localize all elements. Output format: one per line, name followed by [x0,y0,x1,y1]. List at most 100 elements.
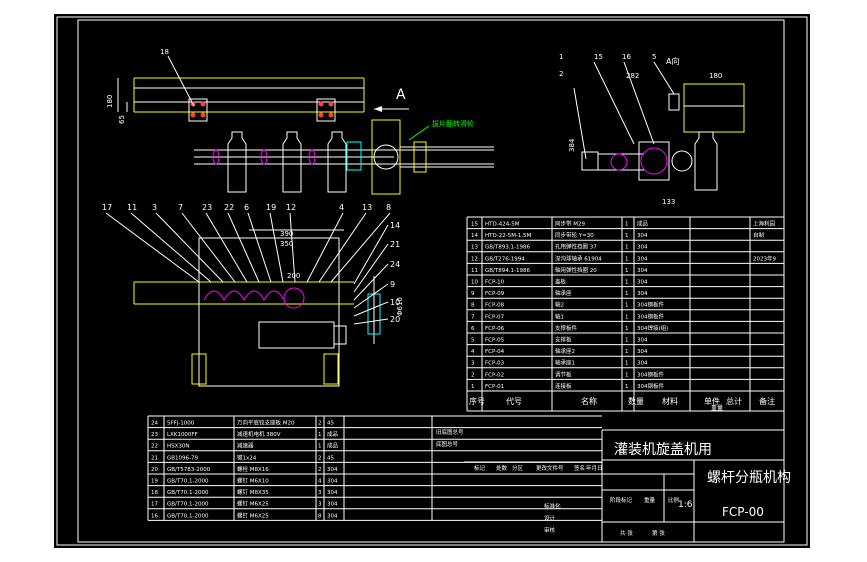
callout-plan-20: 20 [390,315,400,324]
bom-upper-cell: 8 [471,303,475,309]
bom-upper-cell: 轴承座1 [555,359,575,367]
stage-label: 比例 [668,496,680,504]
callout-plan-22: 22 [224,203,234,212]
bom-lower-cell: 成品 [327,442,339,450]
callout-plan-9: 9 [390,280,395,289]
bom-upper-cell: 304钢板件 [637,312,664,320]
title-block [601,429,784,542]
bom-lower-cell: 键1x24 [237,453,257,461]
bom-upper-cell: FCP-09 [485,291,505,297]
note-label: 拔片翻转滑轮 [432,119,474,128]
bom-lower-cell: 减速器 [237,442,254,450]
bom-upper-cell: 1 [625,314,629,320]
bom-upper-cell: 304 [637,233,648,239]
side-bottle [694,131,718,191]
bom-lower-cell: 1 [318,444,322,450]
coupling [346,141,362,171]
bom-lower-cell: GB/T70.1-2000 [167,479,209,485]
bracket-left [188,98,208,122]
bom-upper-header: 数量 [628,396,644,406]
bom-upper-cell: 304焊接(组) [637,324,668,332]
bom-upper-cell: 304钢板件 [637,301,664,309]
callout-r-16: 16 [622,53,631,61]
view-label-a-dir: A向 [666,56,679,66]
callout-18: 18 [160,48,169,56]
cad-drawing-sheet: 180 65 A 拔片翻转滑轮 18 A向 180 282 133 384 1 … [54,14,810,548]
bom-upper-cell: 1 [471,384,475,390]
bom-lower-cell: 45 [327,421,334,427]
bom-upper-cell: FCP-06 [485,326,505,332]
bom-lower-cell: SFFJ-1000 [167,421,195,427]
bom-lower-cell: 16 [151,513,158,519]
bom-upper-header: 名称 [581,396,597,406]
bottle-2 [282,131,302,193]
callout-plan-7: 7 [178,203,183,212]
bom-lower-cell: 304 [327,479,338,485]
bom-upper-cell: 9 [471,291,475,297]
sign-label-old-drawing: 旧底图总号 [436,428,464,436]
bom-upper-cell: HTD-22-5M-1.5M [485,233,532,239]
callout-plan-14: 14 [390,221,400,230]
bom-upper-cell: GB/T276-1994 [485,256,525,262]
callout-plan-12: 12 [286,203,296,212]
bom-upper-cell: 12 [471,256,478,262]
bom-upper-cell: FCP-02 [485,372,504,378]
drawing-number: FCP-00 [722,505,764,519]
change-label: 更改文件号 [536,464,564,472]
bom-upper-cell: 盖板 [555,278,567,286]
dim-side-180: 180 [709,72,722,80]
bom-lower-cell: 304 [327,513,338,519]
bom-lower-cell: 304 [327,467,338,473]
bom-lower-cell: 8 [318,513,322,519]
bom-lower-cell: GB/T70.1-2000 [167,490,209,496]
bom-upper-cell: 1 [625,326,629,332]
callout-r-1: 1 [559,53,563,61]
drawing-title: 螺杆分瓶机构 [707,470,791,486]
bom-lower-cell: 21 [151,455,158,461]
dim-plan-390: 390 [280,230,293,238]
plan-view [133,237,381,387]
bom-upper-cell: 4 [471,349,475,355]
bom-upper-cell: 1 [625,338,629,344]
bom-lower-cell: 24 [151,421,158,427]
bom-upper-cell: 3 [471,361,475,367]
callout-plan-10: 10 [390,298,400,307]
sheet-label: 第 张 [652,529,665,537]
dim-plan-200: 200 [287,272,300,280]
bom-upper-cell: 304 [637,291,648,297]
bom-upper-cell: 1 [625,349,629,355]
bom-upper-cell: GB/T894.1-1986 [485,268,530,274]
motor [258,321,335,349]
bom-lower-cell: 3 [318,502,322,508]
leader-18 [167,55,195,107]
screw-flights [203,290,285,302]
side-gear-box [638,141,670,181]
bom-upper-header: 单件 [704,396,720,406]
bom-lower-cell: 成品 [327,430,339,438]
callout-r-15: 15 [594,53,603,61]
bom-upper-cell: FCP-01 [485,384,504,390]
callout-plan-13: 13 [362,203,372,212]
bom-upper-cell: 轴1 [555,312,564,320]
change-label: 年月日 [586,464,603,472]
bom-upper-cell: 2 [471,372,475,378]
bom-lower-cell: GB/T70.1-2000 [167,513,209,519]
bom-upper-cell: 轴2 [555,301,564,309]
callout-plan-4: 4 [339,203,344,212]
bom-upper-cell: 6 [471,326,475,332]
bom-upper-cell: 1 [625,245,629,251]
bom-upper-cell: GB/T893.1-1986 [485,245,530,251]
bom-upper-cell: FCP-10 [485,280,505,286]
sign-label-review: 审核 [544,526,556,534]
side-view [573,83,745,191]
bom-upper-cell: 轴承座 [555,289,572,297]
bom-lower-cell: 3 [318,490,322,496]
bom-upper-cell: FCP-03 [485,361,505,367]
bottle-1 [227,131,247,193]
bom-lower-cell: HSX30N [167,444,190,450]
bom-upper-cell: 上海利园 [753,220,776,228]
callout-plan-8: 8 [386,203,391,212]
